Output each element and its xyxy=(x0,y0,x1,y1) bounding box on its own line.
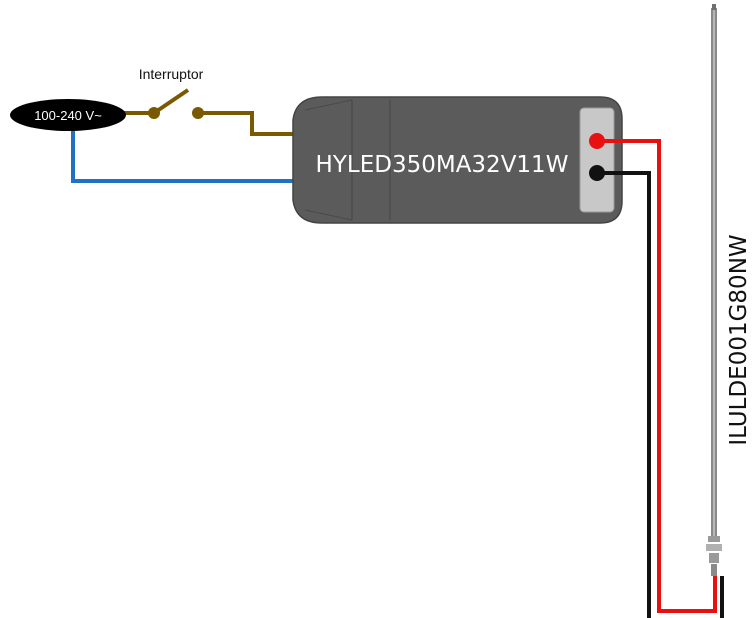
switch-lever xyxy=(152,88,190,115)
neutral-wire xyxy=(71,123,295,183)
led-strip-label: ILULDE001G80NW xyxy=(726,234,752,445)
negative-terminal xyxy=(589,165,605,181)
led-strip-tip xyxy=(712,4,716,10)
switch-contact-left xyxy=(148,107,160,119)
led-strip-connector-1 xyxy=(708,536,720,542)
led-driver: HYLED350MA32V11W xyxy=(292,96,623,224)
negative-wire xyxy=(598,171,724,618)
positive-wire xyxy=(598,139,717,613)
driver-seam-bottom xyxy=(304,209,353,221)
led-strip-connector-3 xyxy=(709,553,719,563)
led-strip: ILULDE001G80NW xyxy=(706,4,752,576)
driver-body xyxy=(292,96,623,224)
driver-label: HYLED350MA32V11W xyxy=(316,152,569,178)
led-strip-connector-2 xyxy=(706,544,722,551)
power-source xyxy=(10,99,126,131)
source-label: 100-240 V~ xyxy=(34,108,102,123)
live-wire-out xyxy=(198,111,295,136)
switch-contact-right xyxy=(192,107,204,119)
terminal-block xyxy=(579,107,615,213)
positive-terminal xyxy=(589,133,605,149)
switch-label: Interruptor xyxy=(139,66,204,82)
driver-seam-top xyxy=(304,99,353,111)
led-strip-connector-4 xyxy=(711,564,717,576)
